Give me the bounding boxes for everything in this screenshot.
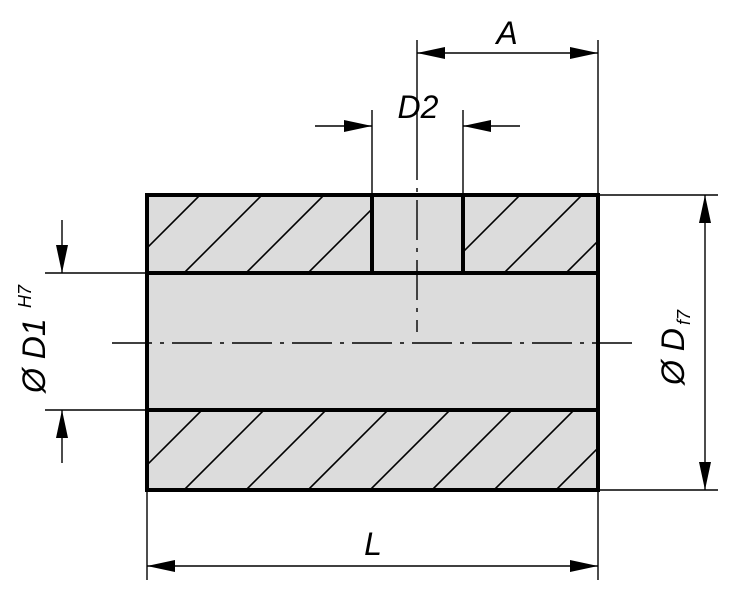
dim-d1-label: Ø D1 [16, 318, 52, 394]
top-right-hatch [463, 195, 598, 273]
arrowheads [56, 47, 711, 572]
dim-l-label: L [364, 526, 382, 562]
dim-d-label: Ø D [655, 328, 691, 386]
top-left-hatch [60, 195, 372, 273]
hatch-line [307, 207, 372, 273]
dim-a-arrow-left [417, 47, 445, 59]
hatch-line [493, 410, 575, 490]
dim-l-arrow-left [147, 560, 175, 572]
dim-d2-arrow-left [344, 120, 372, 132]
dim-d2-label: D2 [398, 89, 439, 125]
dim-d-label-group: Ø D f7 [655, 309, 694, 386]
bottom-hatch [60, 410, 598, 490]
hatch-line [147, 195, 201, 250]
hatch-line [147, 410, 203, 467]
hatch-line [183, 195, 263, 273]
dim-a-label: A [494, 15, 517, 51]
dim-d1-label-group: Ø D1 H7 [15, 284, 52, 394]
hatch-line [307, 410, 389, 490]
dim-d-arrow-top [699, 195, 711, 223]
hatch-line [369, 410, 451, 490]
hatch-line [245, 195, 325, 273]
dim-d1-arrow-top [56, 245, 68, 273]
hatch-line [503, 195, 583, 273]
hatch-line [183, 410, 265, 490]
dim-a-arrow-right [570, 47, 598, 59]
centerlines [112, 140, 635, 344]
hatch-line [431, 410, 513, 490]
hatch-line [463, 195, 521, 254]
dim-d2-arrow-right [463, 120, 491, 132]
hatch-line [565, 239, 598, 273]
hatch-line [60, 195, 138, 273]
dim-d-arrow-bottom [699, 462, 711, 490]
dim-d1-arrow-bottom [56, 410, 68, 438]
hatch-line [245, 410, 327, 490]
hatch-line [60, 410, 140, 490]
dim-d1-tolerance: H7 [15, 284, 35, 308]
dim-l-arrow-right [570, 560, 598, 572]
dim-d-tolerance: f7 [674, 309, 694, 325]
